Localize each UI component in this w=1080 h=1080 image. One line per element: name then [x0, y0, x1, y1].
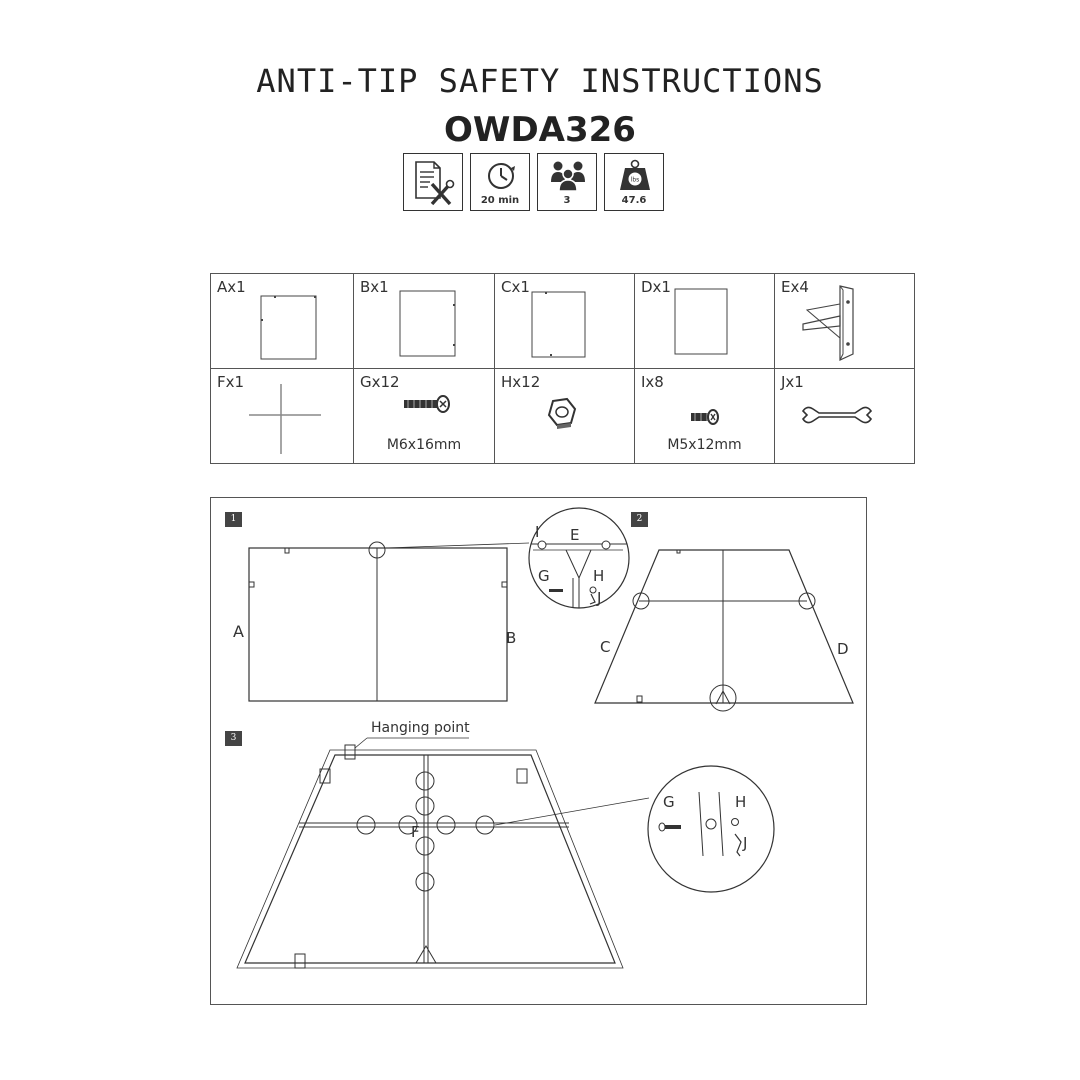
part-f-cell: Fx1 — [210, 368, 354, 464]
people-icon — [551, 161, 585, 192]
nut-h-icon — [547, 397, 577, 429]
part-e-cell: Ex4 — [774, 273, 915, 369]
label-panel-c: C — [600, 638, 611, 656]
label-wrench-j-detail: J — [743, 834, 748, 852]
label-bracket-e: E — [570, 526, 580, 544]
part-size: M6x16mm — [386, 437, 462, 453]
label-panel-d: D — [837, 640, 849, 658]
product-weight: 47.6 — [621, 195, 647, 206]
part-i-cell: Ix8 M5x12mm — [634, 368, 775, 464]
label-panel-b: B — [506, 629, 517, 647]
label-bolt-g-detail: G — [663, 793, 675, 811]
part-code: Jx1 — [781, 373, 804, 391]
step-number-2: 2 — [631, 512, 648, 527]
clock-icon — [488, 163, 515, 189]
step-number-1: 1 — [225, 512, 242, 527]
document-title: ANTI-TIP SAFETY INSTRUCTIONS — [256, 62, 824, 100]
clock-icon-box: 20 min — [470, 153, 530, 211]
model-number: OWDA326 — [444, 110, 636, 150]
part-h-cell: Hx12 — [494, 368, 635, 464]
panel-a-drawing — [260, 295, 317, 360]
assembly-steps-panel: 1 2 3 A B I E G H J C D Hanging point F … — [210, 497, 867, 1005]
part-g-cell: Gx12 M6x16mm — [353, 368, 495, 464]
part-code: Bx1 — [360, 278, 389, 296]
parts-table: Ax1 Bx1 Cx1 Dx1 — [210, 273, 915, 464]
part-code: Ix8 — [641, 373, 664, 391]
bolt-g-icon — [404, 395, 450, 413]
weight-icon-box: lbs 47.6 — [604, 153, 664, 211]
label-nut-h: H — [593, 567, 605, 585]
part-code: Gx12 — [360, 373, 400, 391]
assembly-diagram — [236, 507, 854, 969]
manual-tools-icon — [403, 153, 463, 211]
wrench-j-icon — [801, 406, 873, 424]
part-size: M5x12mm — [667, 437, 742, 453]
part-code: Cx1 — [501, 278, 530, 296]
part-code: Fx1 — [217, 373, 245, 391]
part-b-cell: Bx1 — [353, 273, 495, 369]
part-code: Dx1 — [641, 278, 671, 296]
part-j-cell: Jx1 — [774, 368, 915, 464]
people-icon-box: 3 — [537, 153, 597, 211]
people-required: 3 — [563, 195, 571, 206]
panel-b-drawing — [399, 290, 456, 357]
label-wrench-j: J — [597, 589, 602, 607]
part-code: Hx12 — [501, 373, 541, 391]
hanging-point-label: Hanging point — [371, 720, 470, 736]
label-cross-brace-f: F — [411, 823, 420, 841]
cross-brace-f-drawing — [249, 384, 321, 454]
panel-c-drawing — [531, 291, 586, 358]
label-bolt-g: G — [538, 567, 550, 585]
bolt-i-icon — [691, 409, 719, 425]
bracket-e-drawing — [802, 285, 854, 361]
part-d-cell: Dx1 — [634, 273, 775, 369]
part-c-cell: Cx1 — [494, 273, 635, 369]
panel-d-drawing — [674, 288, 728, 355]
weight-unit: lbs — [631, 177, 640, 184]
label-panel-a: A — [233, 622, 244, 641]
part-a-cell: Ax1 — [210, 273, 354, 369]
label-bolt-i: I — [535, 523, 540, 541]
assembly-time: 20 min — [480, 195, 520, 206]
part-code: Ex4 — [781, 278, 809, 296]
weight-icon: lbs — [620, 159, 650, 190]
step-number-3: 3 — [225, 731, 242, 746]
part-code: Ax1 — [217, 278, 246, 296]
label-nut-h-detail: H — [735, 793, 747, 811]
